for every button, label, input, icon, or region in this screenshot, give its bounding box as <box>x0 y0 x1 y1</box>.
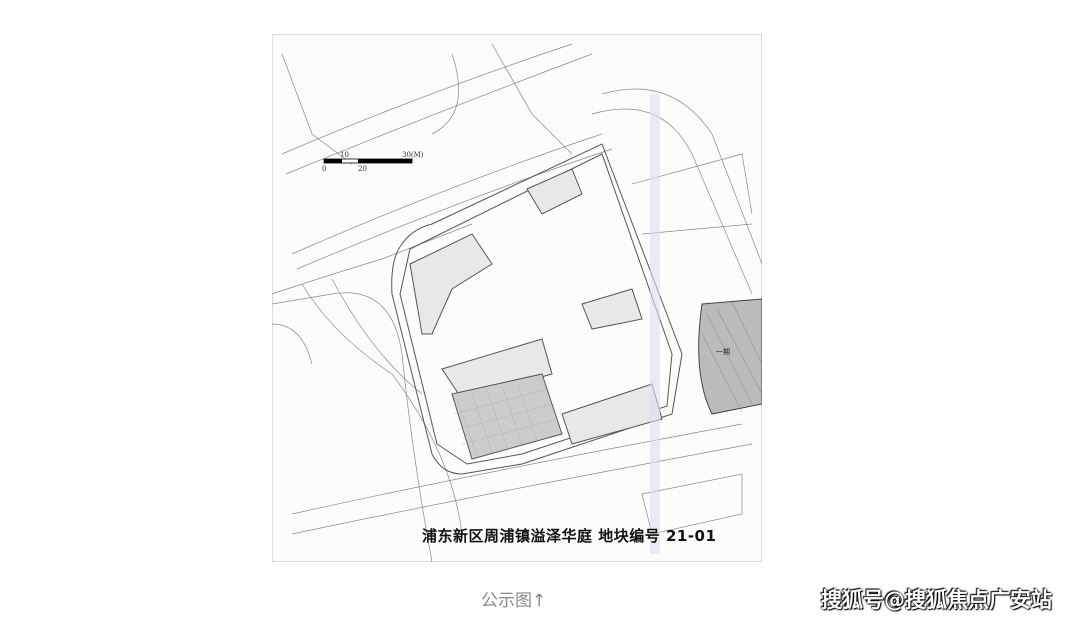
site-plan-drawing: 一期 <box>272 34 762 562</box>
scale-label: 10 <box>340 151 349 159</box>
site-plan-image: 一期 0 10 20 30(M) 浦东新区周浦镇溢泽华庭 地块编号 21-01 <box>272 34 762 562</box>
image-caption: 公示图↑ <box>481 591 547 611</box>
watermark: 搜狐号@搜狐焦点广安站 <box>821 588 1052 612</box>
plan-title: 浦东新区周浦镇溢泽华庭 地块编号 21-01 <box>422 527 717 545</box>
scale-label: 20 <box>358 165 367 173</box>
neighbor-label: 一期 <box>716 348 730 356</box>
scale-label: 30(M) <box>402 151 424 159</box>
scale-label: 0 <box>322 165 327 173</box>
